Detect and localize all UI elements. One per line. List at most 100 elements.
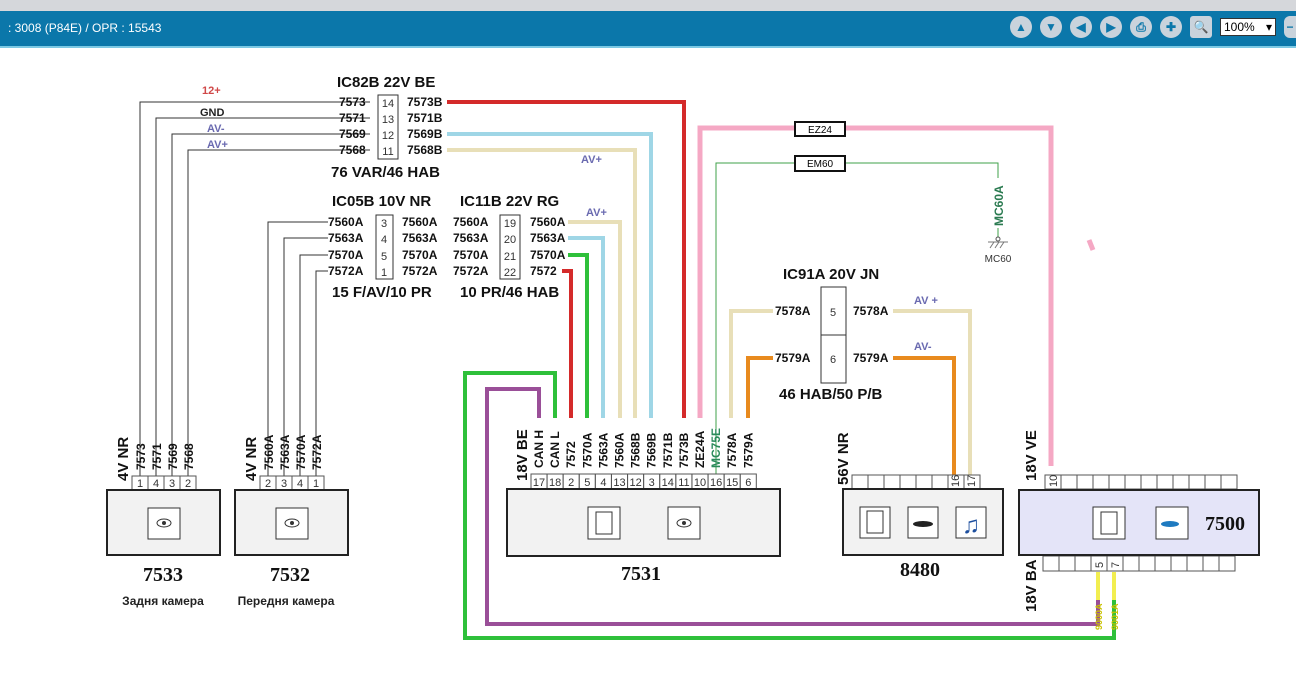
ground-icon bbox=[988, 241, 1008, 249]
connector-ic05b[interactable]: IC05B 10V NR 7560A 7563A 7570A 7572A 756… bbox=[328, 193, 438, 301]
connector-code: 18V VE bbox=[1023, 430, 1040, 481]
minus-icon[interactable]: − bbox=[1284, 16, 1296, 38]
pin bbox=[1202, 555, 1220, 572]
pin-number: 3 bbox=[649, 477, 655, 489]
pin-number: 5 bbox=[1094, 562, 1106, 568]
wire-label: 7563A bbox=[328, 231, 364, 245]
wire-label: 7560A bbox=[613, 432, 627, 468]
pin-number: 13 bbox=[613, 477, 625, 489]
pin bbox=[1058, 555, 1076, 572]
zoom-icon[interactable]: 🔍 bbox=[1190, 16, 1212, 38]
connector-subtitle: 10 PR/46 HAB bbox=[460, 284, 559, 301]
pin bbox=[1138, 555, 1156, 572]
connector-title: IC91A 20V JN bbox=[783, 266, 879, 283]
wire-label: 7571 bbox=[339, 111, 366, 125]
connector-subtitle: 46 HAB/50 P/B bbox=[779, 386, 883, 403]
component-7532-front-camera[interactable]: 4V NR 7560A 7563A 7570A 7572A 2 3 4 1 75… bbox=[234, 434, 349, 608]
wire-label: 7568 bbox=[339, 143, 366, 157]
arrow-down-icon[interactable]: ▼ bbox=[1040, 16, 1062, 38]
wire-label: 7563A bbox=[402, 231, 438, 245]
svg-text:♫: ♫ bbox=[962, 512, 980, 539]
connector-code: 56V NR bbox=[835, 432, 852, 485]
pin-number: 7 bbox=[1110, 562, 1122, 568]
pin bbox=[1172, 474, 1190, 490]
arrow-left-icon[interactable]: ◀ bbox=[1070, 16, 1092, 38]
component-7533-rear-camera[interactable]: 4V NR 7573 7571 7569 7568 1 4 3 2 7533 З… bbox=[106, 437, 221, 608]
wire-label: 7572 bbox=[564, 441, 578, 468]
pin bbox=[1076, 474, 1094, 490]
pin-number: 1 bbox=[381, 267, 387, 279]
ground-mc60[interactable]: MC60A MC60 bbox=[985, 178, 1012, 265]
music-note-icon: ♫ bbox=[955, 506, 987, 539]
connector-ic91a[interactable]: IC91A 20V JN 7578A 7579A 7578A 7579A 5 6… bbox=[775, 266, 889, 403]
pin bbox=[1170, 555, 1188, 572]
pin-number: 22 bbox=[504, 267, 516, 279]
wire-label: 7568 bbox=[182, 443, 196, 470]
pin-number: 12 bbox=[629, 477, 641, 489]
wire-label: MC75E bbox=[709, 428, 723, 468]
wire-label: 7570A bbox=[328, 248, 364, 262]
zoom-select[interactable]: 100%▾ bbox=[1220, 18, 1276, 36]
arrow-right-icon[interactable]: ▶ bbox=[1100, 16, 1122, 38]
colored-wires[interactable] bbox=[447, 100, 1116, 640]
pin-number: 15 bbox=[726, 477, 738, 489]
splice-em60[interactable]: EM60 bbox=[794, 155, 846, 172]
pin-number: 21 bbox=[504, 251, 516, 263]
pin-number: 14 bbox=[662, 477, 674, 489]
wire-label: 7578A bbox=[725, 432, 739, 468]
wire-label: 7569 bbox=[166, 443, 180, 470]
plus-icon[interactable]: ✚ bbox=[1160, 16, 1182, 38]
pin-number: 12 bbox=[382, 130, 394, 142]
wire-label: 7563A bbox=[596, 432, 610, 468]
wire-label: ZE24A bbox=[693, 430, 707, 468]
chip-icon bbox=[859, 506, 891, 539]
pin-number: 14 bbox=[382, 98, 394, 110]
pin-number: 18 bbox=[549, 477, 561, 489]
connector-title: IC11B 22V RG bbox=[460, 193, 559, 210]
arrow-up-icon[interactable]: ▲ bbox=[1010, 16, 1032, 38]
wire-label: 7563A bbox=[453, 231, 489, 245]
pin bbox=[883, 474, 901, 490]
connector-subtitle: 15 F/AV/10 PR bbox=[332, 284, 432, 301]
component-number: 7532 bbox=[270, 564, 310, 586]
component-number: 7500 bbox=[1205, 513, 1245, 535]
component-caption: Передня камера bbox=[238, 594, 335, 608]
pin-number: 16 bbox=[950, 475, 962, 487]
pin bbox=[1186, 555, 1204, 572]
wire-label: 7560A bbox=[262, 434, 276, 470]
connector-ic11b[interactable]: IC11B 22V RG 7560A 7563A 7570A 7572A 756… bbox=[453, 193, 566, 301]
pin-number: 1 bbox=[137, 478, 143, 490]
document-title: : 3008 (P84E) / OPR : 15543 bbox=[8, 21, 162, 35]
connector-ic82b[interactable]: IC82B 22V BE 7573 7571 7569 7568 7573B 7… bbox=[331, 74, 443, 181]
pin-number: 19 bbox=[504, 218, 516, 230]
wire-label: 7573B bbox=[407, 95, 443, 109]
pin bbox=[1156, 474, 1174, 490]
wire-label: 7573B bbox=[677, 432, 691, 468]
wire-label: 7568B bbox=[407, 143, 443, 157]
car-icon bbox=[907, 506, 939, 539]
wire-label: 7560A bbox=[530, 215, 566, 229]
component-number: 8480 bbox=[900, 559, 940, 581]
wire-label: MC60A bbox=[992, 185, 1006, 226]
pin-number: 1 bbox=[313, 478, 319, 490]
pin bbox=[1122, 555, 1140, 572]
connector-title: IC05B 10V NR bbox=[332, 193, 431, 210]
wire-label: 7570A bbox=[402, 248, 438, 262]
pin-number: 13 bbox=[382, 114, 394, 126]
signal-av-plus-ic82: AV+ bbox=[581, 154, 602, 166]
wire-label: 7563A bbox=[278, 434, 292, 470]
signal-av-minus: AV- bbox=[207, 123, 225, 135]
component-number: 7531 bbox=[621, 563, 661, 585]
signal-av-plus: AV+ bbox=[207, 139, 228, 151]
wire-label: 7570A bbox=[530, 248, 566, 262]
pin-number: 5 bbox=[381, 251, 387, 263]
wire-label: 7572 bbox=[530, 264, 557, 278]
splice-ez24[interactable]: EZ24 bbox=[794, 121, 846, 137]
wire-label: 9000A bbox=[1094, 603, 1104, 630]
wire-label: 7572A bbox=[453, 264, 489, 278]
print-icon[interactable]: ⎙ bbox=[1130, 16, 1152, 38]
wire-label: 7570A bbox=[294, 434, 308, 470]
